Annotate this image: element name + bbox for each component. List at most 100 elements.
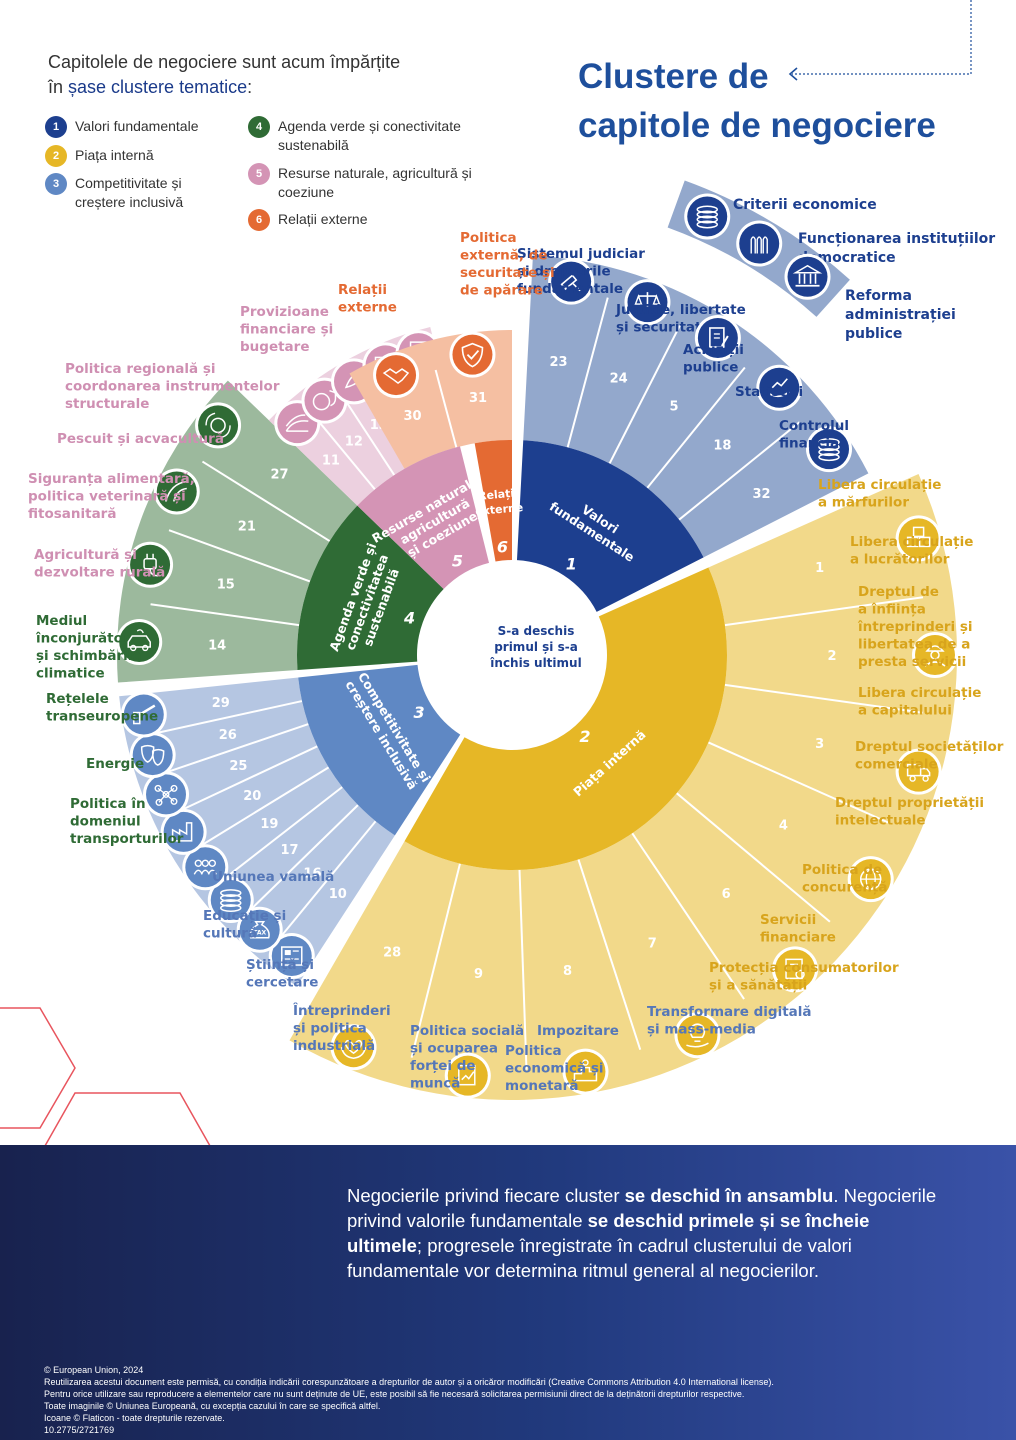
chapter-number: 26 <box>219 728 237 743</box>
cluster-2-outer-band <box>289 474 957 1100</box>
chapter-divider <box>342 396 396 476</box>
cluster-number: 5 <box>452 552 463 571</box>
road-icon <box>153 468 200 515</box>
tax-bag-icon: TAX <box>236 906 283 953</box>
worker-icon <box>912 632 958 678</box>
coins-icon <box>684 193 731 240</box>
legend-badge: 5 <box>248 163 270 185</box>
chapter-divider <box>201 460 331 542</box>
coins-icon <box>806 426 853 473</box>
chapter-number: 8 <box>563 964 572 979</box>
chapter-number: 27 <box>270 467 288 482</box>
barrier-icon <box>120 691 167 738</box>
chapter-divider <box>724 683 924 714</box>
copyright-footer: © European Union, 2024 Reutilizarea aces… <box>44 1365 774 1435</box>
chapter-number: 28 <box>383 946 401 961</box>
cluster-name: Relațiiexterne <box>473 486 523 518</box>
chapter-divider <box>410 863 461 1058</box>
chart-hand-icon <box>756 364 803 411</box>
chapter-divider <box>279 820 377 938</box>
cluster-number: 6 <box>497 537 508 556</box>
eco-globe-icon <box>195 402 242 449</box>
chapter-number: 17 <box>281 843 299 858</box>
chapter-number: 19 <box>260 817 278 832</box>
intro-text: Capitolele de negociere sunt acum împărț… <box>48 52 401 97</box>
people-group-icon <box>182 844 229 891</box>
chapter-number: 7 <box>648 937 657 952</box>
chapter-number: 32 <box>752 487 770 502</box>
chapter-number: 2 <box>827 649 836 664</box>
factory-icon <box>160 808 207 855</box>
chapter-number: 18 <box>713 439 731 454</box>
certificate-icon <box>772 946 819 993</box>
chapter-divider <box>434 369 458 448</box>
chapter-number: 1 <box>815 561 824 576</box>
boxes-icon <box>895 515 942 562</box>
heart-hands-icon <box>330 1024 377 1071</box>
cluster-number: 2 <box>579 727 590 746</box>
chapter-divider <box>150 603 300 627</box>
chapter-number: 25 <box>229 759 247 774</box>
chapter-number: 31 <box>469 391 487 406</box>
chapter-number: 5 <box>670 399 679 414</box>
chapter-divider <box>181 745 318 811</box>
chapter-divider <box>676 792 831 923</box>
chapter-label: Siguranța alimentară,politica veterinară… <box>28 471 195 522</box>
chapter-divider <box>646 366 746 489</box>
theatre-masks-icon <box>129 732 176 779</box>
chapter-divider <box>631 832 745 1000</box>
chapter-label: Pescuit și acvacultură <box>57 431 224 447</box>
gavel-icon <box>548 258 595 305</box>
delivery-truck-icon <box>895 748 942 795</box>
legend-badge: 1 <box>45 116 67 138</box>
legend-badge: 6 <box>248 209 270 231</box>
chapter-divider <box>155 700 303 735</box>
legend-badge: 3 <box>45 173 67 195</box>
chapter-divider <box>566 297 609 448</box>
chapter-divider <box>166 723 309 774</box>
cluster-number: 4 <box>403 609 415 628</box>
chapter-number: 21 <box>238 520 256 535</box>
chapter-label: Uniunea vamală <box>212 869 334 885</box>
chapter-divider <box>168 529 311 583</box>
newspaper-icon <box>268 933 315 980</box>
chapter-divider <box>608 324 681 464</box>
legend-badge: 4 <box>248 116 270 138</box>
chapter-divider <box>708 741 892 825</box>
cluster-3-outer-band <box>119 677 395 987</box>
cluster-number: 1 <box>566 555 577 574</box>
document-pen-icon <box>694 314 741 361</box>
podium-icon <box>562 1048 609 1095</box>
cluster-6-core: Relațiiexterne 6 <box>473 440 524 562</box>
shield-icon <box>449 331 496 378</box>
chapter-number: 6 <box>722 887 731 902</box>
plug-icon <box>127 541 174 588</box>
chapter-number: 23 <box>549 355 567 370</box>
cluster-4-core: Agenda verde șiconectivitateasustenabilă… <box>297 505 444 670</box>
voting-hands-icon <box>736 220 783 267</box>
molecule-icon <box>143 771 190 818</box>
